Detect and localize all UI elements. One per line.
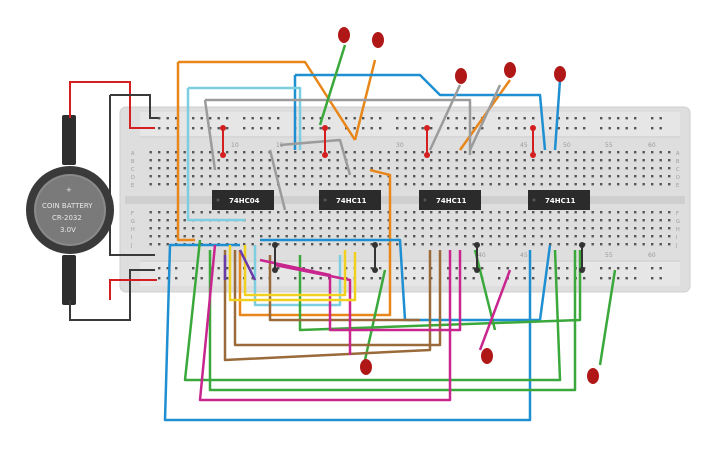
svg-text:E: E (131, 183, 134, 189)
col-label-bottom-40: 40 (478, 252, 486, 259)
svg-text:D: D (676, 175, 680, 181)
col-label-45: 45 (520, 142, 528, 149)
svg-text:I: I (676, 235, 677, 241)
chip-label: 74HC11 (545, 197, 576, 205)
led-2[interactable] (372, 32, 384, 48)
chip-label: 74HC04 (229, 197, 260, 205)
battery-label-1: COIN BATTERY (42, 202, 93, 210)
svg-text:J: J (675, 243, 677, 249)
col-label-10: 10 (231, 142, 239, 149)
svg-text:B: B (131, 159, 135, 165)
row-letters: A B C D E F G H I J A B C D E F G H I J (130, 151, 680, 249)
col-label-bottom-60: 60 (648, 252, 656, 259)
col-label-15: 15 (276, 142, 284, 149)
breadboard-holes (149, 117, 671, 280)
svg-text:E: E (676, 183, 679, 189)
svg-text:G: G (676, 219, 680, 225)
svg-text:A: A (131, 151, 135, 157)
led-6[interactable] (360, 359, 372, 375)
battery-label-2: CR-2032 (52, 214, 82, 222)
col-label-30: 30 (396, 142, 404, 149)
svg-text:D: D (131, 175, 135, 181)
wires (163, 44, 617, 422)
svg-text:G: G (131, 219, 135, 225)
led-8[interactable] (587, 368, 599, 384)
led-1[interactable] (338, 27, 350, 43)
chip-label: 74HC11 (436, 197, 467, 205)
led-3[interactable] (455, 68, 467, 84)
battery-label-3: 3.0V (60, 226, 76, 234)
col-label-55: 55 (605, 142, 613, 149)
led-7[interactable] (481, 348, 493, 364)
col-label-bottom-45: 45 (520, 252, 528, 259)
svg-text:F: F (676, 211, 679, 217)
leds (338, 27, 599, 384)
svg-text:I: I (131, 235, 132, 241)
breadboard: 10 15 30 45 50 55 60 40 45 55 60 A B C D… (119, 106, 691, 293)
svg-text:F: F (131, 211, 134, 217)
col-label-bottom-55: 55 (605, 252, 613, 259)
rail-jumpers (222, 128, 583, 270)
col-label-60: 60 (648, 142, 656, 149)
svg-text:H: H (131, 227, 135, 233)
chip-74hc11-c[interactable]: 74HC11 (528, 190, 590, 210)
svg-text:A: A (676, 151, 680, 157)
battery-plus: + (66, 186, 72, 194)
chip-74hc11-b[interactable]: 74HC11 (419, 190, 481, 210)
svg-text:C: C (131, 167, 135, 173)
svg-text:B: B (676, 159, 680, 165)
coin-battery[interactable]: + COIN BATTERY CR-2032 3.0V (26, 115, 114, 305)
svg-text:J: J (130, 243, 132, 249)
battery-wires (69, 81, 158, 321)
chip-74hc04[interactable]: 74HC04 (212, 190, 274, 210)
chip-label: 74HC11 (336, 197, 367, 205)
col-label-50: 50 (563, 142, 571, 149)
svg-text:H: H (676, 227, 680, 233)
chip-74hc11-a[interactable]: 74HC11 (319, 190, 381, 210)
svg-text:C: C (676, 167, 680, 173)
led-5[interactable] (554, 66, 566, 82)
led-4[interactable] (504, 62, 516, 78)
